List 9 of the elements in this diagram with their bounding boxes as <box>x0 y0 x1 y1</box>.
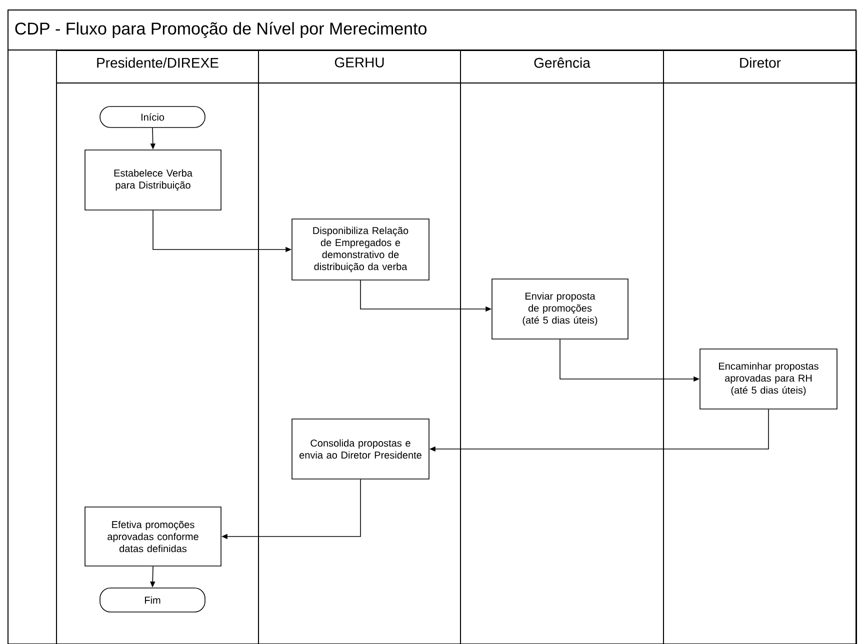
process-box: Estabelece Verba para Distribuição <box>84 150 222 210</box>
terminator: Início <box>100 106 206 128</box>
process-box: Encaminhar propostas aprovadas para RH (até 5 dias úteis) <box>700 348 838 410</box>
terminator: Fim <box>100 588 206 612</box>
process-box: Consolida propostas e envia ao Diretor Presidente <box>292 418 430 480</box>
process-box: Efetiva promoções aprovadas conforme datas definidas <box>84 506 222 566</box>
diagram-title: CDP - Fluxo para Promoção de Nível por Merecimento <box>15 22 426 38</box>
process-box: Disponibiliza Relação de Empregados e demonstrativo de distribuição da verba <box>292 218 430 280</box>
process-box: Enviar proposta de promoções (até 5 dias úteis) <box>492 278 628 340</box>
